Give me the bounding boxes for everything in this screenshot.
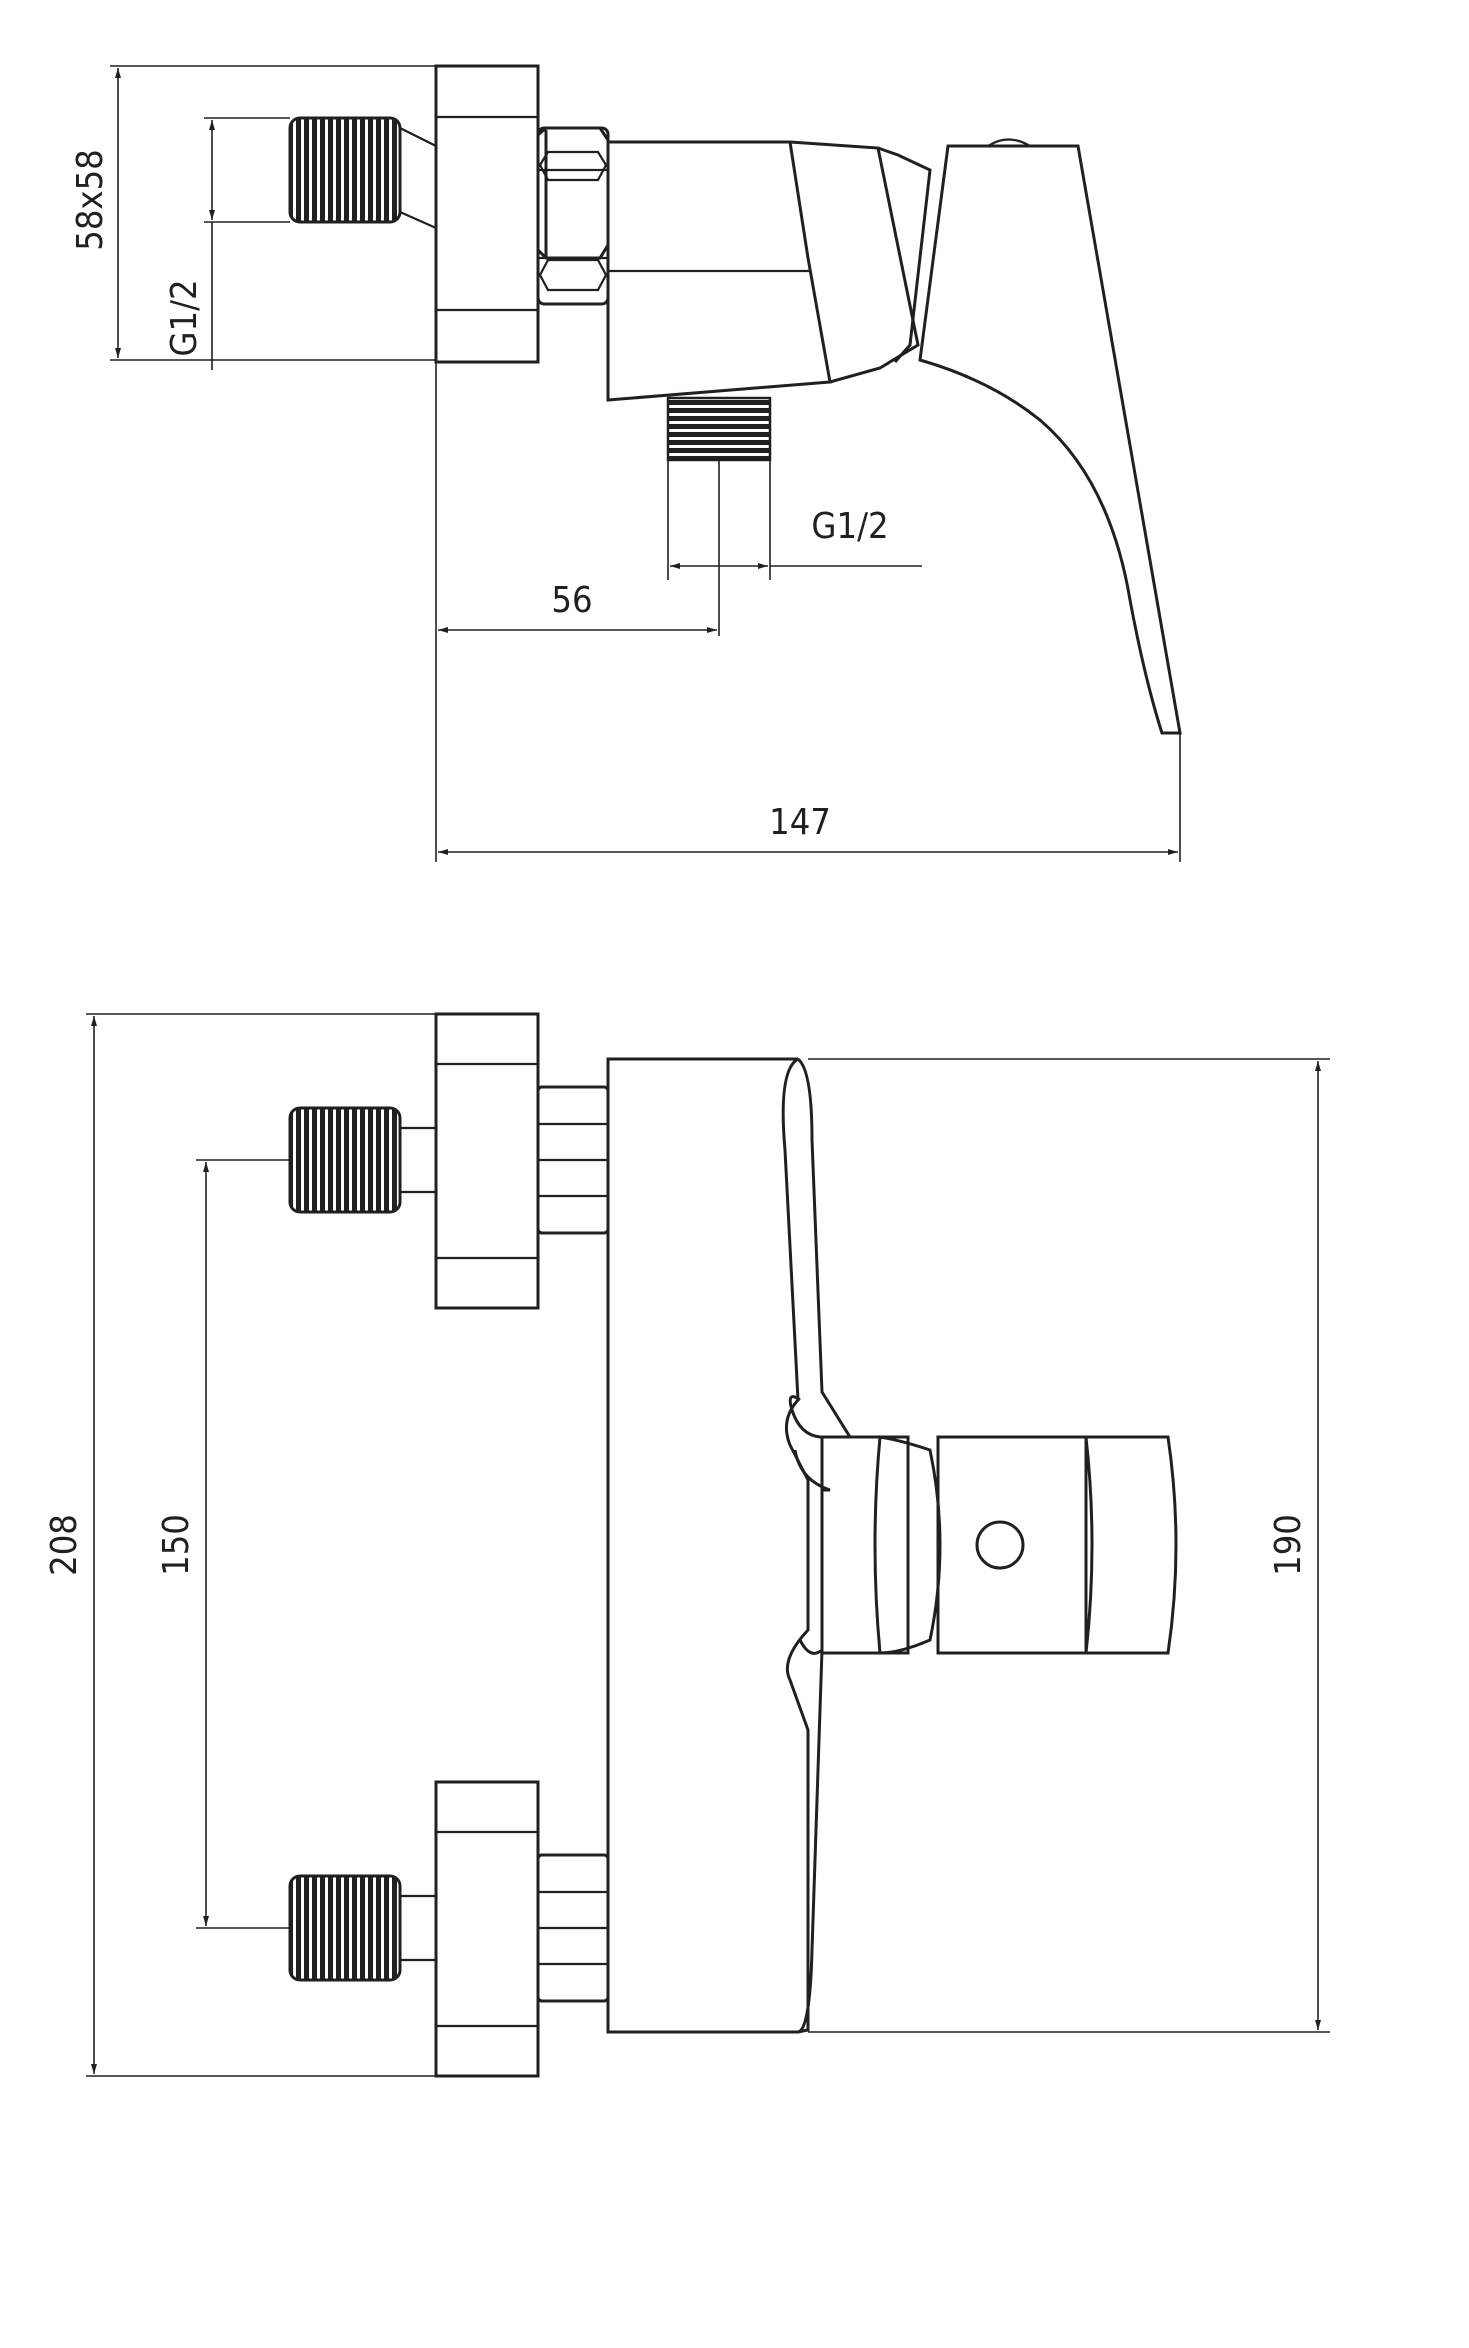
- front-bottom-hex-nut: [536, 1853, 610, 2003]
- side-view: 58x58 G1/2 G1/2 56 147: [70, 64, 1182, 862]
- front-top-hex-nut: [536, 1085, 610, 1235]
- dim-body-height: 190: [808, 1058, 1330, 2033]
- dim-body-height-label: 190: [1268, 1514, 1309, 1576]
- front-lever: [788, 1057, 853, 2034]
- dim-depth: 147: [438, 733, 1181, 862]
- dim-square-label: 58x58: [70, 149, 111, 251]
- front-top-flange: [434, 1012, 540, 1310]
- dim-outlet-offset: 56: [435, 362, 720, 862]
- dim-outlet-thread-label: G1/2: [811, 506, 888, 547]
- side-outlet-thread: [666, 396, 772, 462]
- dim-total-height-label: 208: [44, 1514, 85, 1576]
- front-mixer-body: [606, 1057, 810, 2034]
- dim-outlet-offset-label: 56: [551, 580, 592, 621]
- front-view: 208 150 190: [44, 1012, 1330, 2078]
- dim-inlet-spacing-label: 150: [156, 1514, 197, 1576]
- dim-inlet-spacing: 150: [156, 1159, 290, 1929]
- dim-inlet-thread-label: G1/2: [164, 279, 205, 356]
- dim-depth-label: 147: [769, 802, 831, 843]
- dim-outlet-thread: G1/2: [667, 460, 922, 580]
- side-hex-nut: [536, 126, 610, 306]
- front-cartridge: [820, 1435, 1178, 1655]
- side-lever: [918, 138, 1182, 735]
- front-bottom-flange: [434, 1780, 540, 2078]
- dim-total-height: 208: [44, 1013, 436, 2077]
- dim-square: 58x58: [70, 65, 436, 361]
- side-wall-flange: [434, 64, 540, 364]
- front-top-inlet-thread: [288, 1106, 436, 1214]
- front-cartridge-screw-hole: [975, 1520, 1025, 1570]
- dim-inlet-thread: G1/2: [164, 117, 290, 370]
- side-mixer-body: [606, 140, 932, 402]
- side-inlet-thread: [288, 116, 437, 230]
- front-bottom-inlet-thread: [288, 1874, 436, 1982]
